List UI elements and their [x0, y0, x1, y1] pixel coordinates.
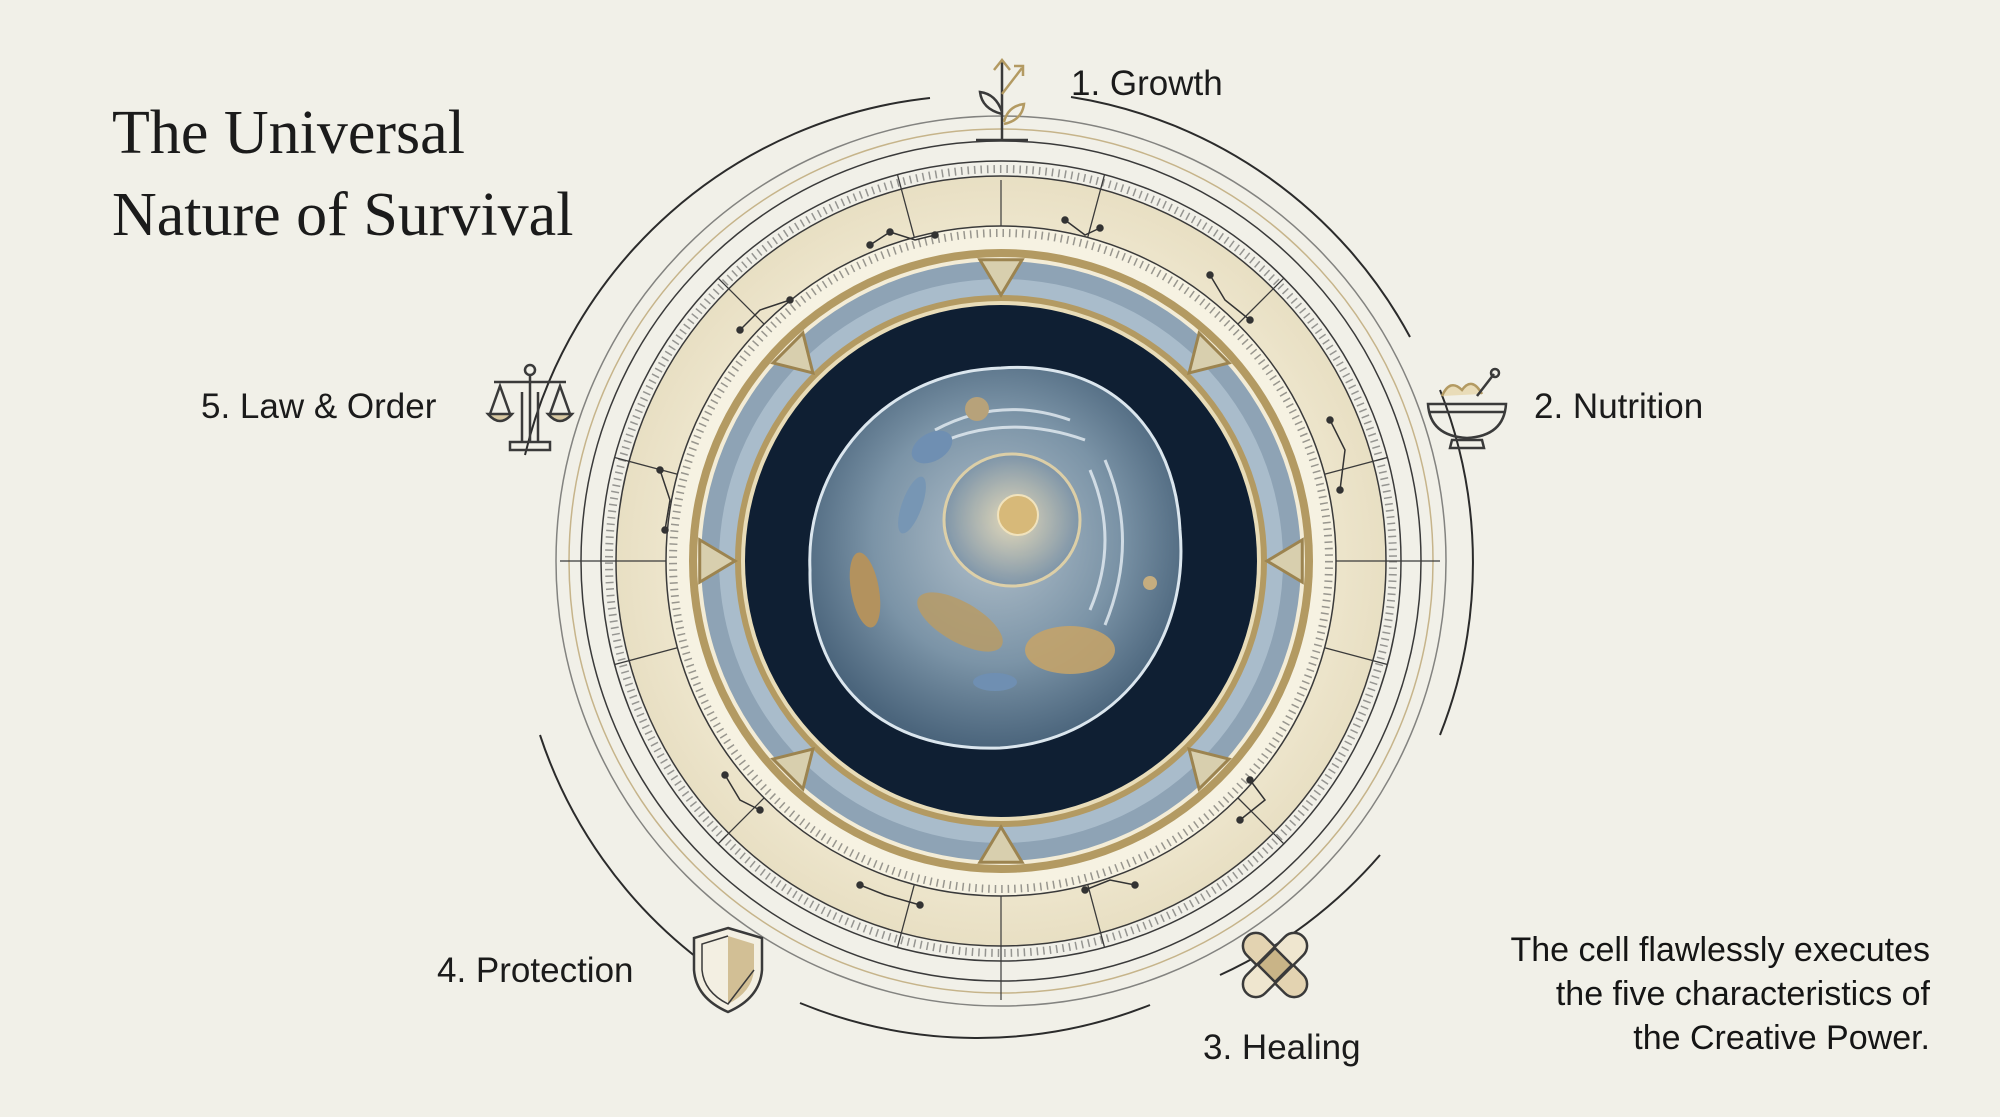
caption-line-3: the Creative Power. [1633, 1019, 1930, 1057]
divider-line [1324, 456, 1388, 475]
constellations [656, 216, 1346, 909]
label-protection: 4. Protection [437, 951, 634, 990]
frame-triangle [1187, 747, 1232, 792]
divider-line [1087, 884, 1106, 948]
divider-line [896, 174, 915, 238]
divider-line [896, 884, 915, 948]
page-title: The Universal Nature of Survival [112, 92, 573, 256]
divider-line [717, 797, 765, 845]
scales-icon [485, 363, 575, 452]
divider-line [1237, 797, 1285, 845]
bandage-icon [1241, 931, 1309, 999]
divider-line [1087, 174, 1106, 238]
food-bowl-icon [1426, 367, 1508, 450]
divider-line [614, 647, 678, 666]
frame-triangle [698, 537, 738, 585]
growth-sprout-icon [976, 57, 1028, 142]
frame-triangle [770, 747, 815, 792]
label-law-order: 5. Law & Order [201, 387, 437, 426]
divider-line [717, 277, 765, 325]
label-nutrition: 2. Nutrition [1534, 387, 1704, 426]
frame-triangle [977, 824, 1025, 864]
crosshair-lines [560, 180, 1440, 1000]
frame-triangle [1187, 330, 1232, 375]
caption-line-1: The cell flawlessly executes [1510, 931, 1930, 969]
title-line-2: Nature of Survival [112, 181, 574, 249]
divider-line [1324, 647, 1388, 666]
shield-icon [692, 926, 764, 1014]
label-healing: 3. Healing [1203, 1028, 1361, 1067]
cell [808, 365, 1183, 750]
frame-triangle [770, 330, 815, 375]
caption: The cell flawlessly executes the five ch… [1510, 928, 1930, 1060]
radial-dividers [614, 174, 1388, 948]
divider-line [614, 456, 678, 475]
frame-triangle [977, 258, 1025, 298]
frame-triangle [1264, 537, 1304, 585]
label-growth: 1. Growth [1071, 64, 1223, 103]
title-line-1: The Universal [112, 99, 465, 167]
caption-line-2: the five characteristics of [1555, 975, 1930, 1013]
outer-arcs [524, 96, 1474, 1039]
